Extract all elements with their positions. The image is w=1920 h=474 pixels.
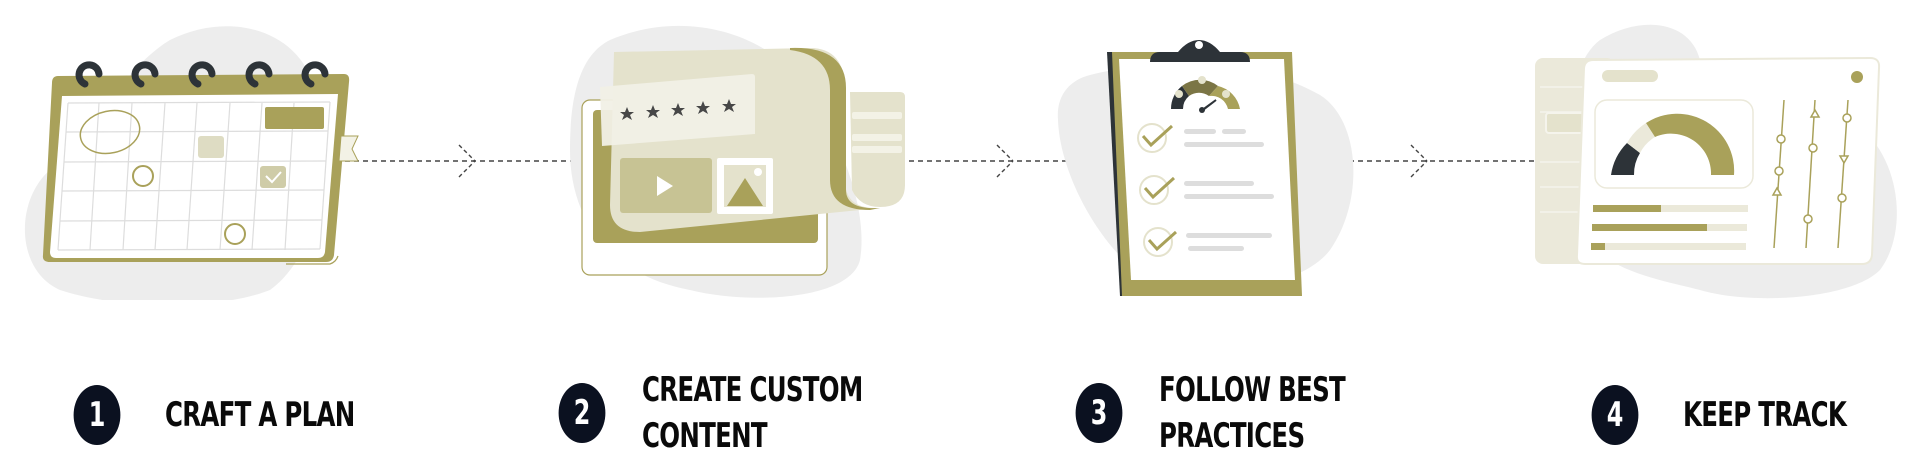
step-title: FOLLOW BEST PRACTICES bbox=[1159, 370, 1346, 456]
step-3: 3 FOLLOW BEST PRACTICES bbox=[1069, 367, 1417, 459]
checklist bbox=[1137, 123, 1178, 257]
step-1: 1 CRAFT A PLAN bbox=[67, 385, 428, 445]
rating-stars bbox=[620, 99, 736, 120]
step-number-badge: 4 bbox=[1591, 385, 1639, 445]
step-4: 4 KEEP TRACK bbox=[1585, 385, 1910, 445]
analytics-dashboard-illustration bbox=[1535, 24, 1897, 299]
clipboard-checklist-illustration bbox=[1057, 40, 1354, 296]
step-title: CRAFT A PLAN bbox=[165, 395, 355, 435]
slider-tracks bbox=[1771, 99, 1852, 249]
step-2: 2 CREATE CUSTOM CONTENT bbox=[552, 367, 948, 459]
connector-arrow-1 bbox=[345, 144, 590, 178]
step-number-badge: 3 bbox=[1075, 383, 1123, 443]
step-title: CREATE CUSTOM CONTENT bbox=[642, 370, 863, 456]
step-title: KEEP TRACK bbox=[1683, 395, 1847, 435]
step-number-badge: 1 bbox=[73, 385, 121, 445]
progress-bars bbox=[1591, 205, 1748, 250]
content-screen-illustration bbox=[570, 25, 905, 298]
connector-arrow-2 bbox=[900, 144, 1112, 178]
calendar-illustration bbox=[24, 26, 359, 300]
step-number-badge: 2 bbox=[558, 383, 606, 443]
process-illustrations bbox=[24, 24, 1897, 300]
